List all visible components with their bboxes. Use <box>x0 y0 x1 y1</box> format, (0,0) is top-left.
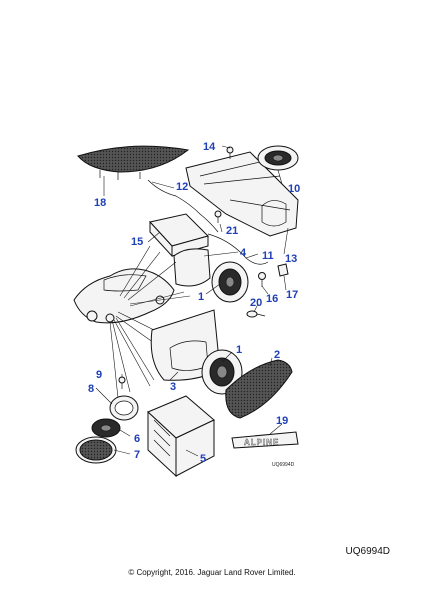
callout-21: 21 <box>226 225 238 237</box>
callout-5: 5 <box>200 453 206 465</box>
badge-part-19: ALPINE <box>231 431 299 449</box>
callout-17: 17 <box>286 289 298 301</box>
clip-part-17 <box>277 263 289 277</box>
callout-14: 14 <box>203 141 216 153</box>
copyright-notice: © Copyright, 2016. Jaguar Land Rover Lim… <box>128 568 296 577</box>
callout-13: 13 <box>285 253 297 265</box>
callout-7: 7 <box>134 449 140 461</box>
fastener-part-16 <box>258 272 266 287</box>
callout-20: 20 <box>250 297 262 309</box>
callout-8: 8 <box>88 383 94 395</box>
callout-12: 12 <box>176 181 188 193</box>
clip-part-14 <box>226 146 234 159</box>
harness-part-12 <box>147 179 219 233</box>
callout-1-lower: 1 <box>236 344 242 356</box>
badge-text: ALPINE <box>244 438 279 447</box>
callout-18: 18 <box>94 197 106 209</box>
screw-part-9 <box>118 376 126 389</box>
callout-1-upper: 1 <box>198 291 204 303</box>
speaker-bracket-part-4 <box>173 248 211 287</box>
speaker-part-1-lower <box>201 349 243 395</box>
tweeter-part-6 <box>91 418 121 438</box>
rear-grille-part-18 <box>77 145 190 180</box>
tweeter-ring-part-8 <box>109 395 139 421</box>
amplifier-part-5 <box>147 395 215 478</box>
callout-6: 6 <box>134 433 140 445</box>
callout-10: 10 <box>288 183 300 195</box>
diagram-reference-code: UQ6994D <box>345 546 390 557</box>
callout-3: 3 <box>170 381 176 393</box>
subwoofer-part-10 <box>257 145 299 171</box>
callout-19: 19 <box>276 415 288 427</box>
callout-leader-lines <box>95 145 289 457</box>
speaker-part-1-upper <box>211 261 249 303</box>
inner-diagram-code: UQ6994D <box>272 462 295 468</box>
callout-15: 15 <box>131 236 143 248</box>
vehicle-leader-lines <box>109 245 191 399</box>
screw-part-21 <box>214 210 222 223</box>
callout-11: 11 <box>262 250 274 262</box>
connector-part-11 <box>207 233 269 265</box>
callout-9: 9 <box>96 369 102 381</box>
amplifier-part-15 <box>149 213 209 258</box>
tweeter-grille-part-7 <box>75 436 117 464</box>
door-grille-part-2 <box>225 359 293 419</box>
callout-4: 4 <box>240 247 247 259</box>
callout-16: 16 <box>266 293 278 305</box>
callout-2: 2 <box>274 349 280 361</box>
callout-numbers: 14 10 12 18 21 11 15 4 13 16 17 1 20 2 1… <box>88 141 300 465</box>
screw-part-20 <box>246 310 266 318</box>
